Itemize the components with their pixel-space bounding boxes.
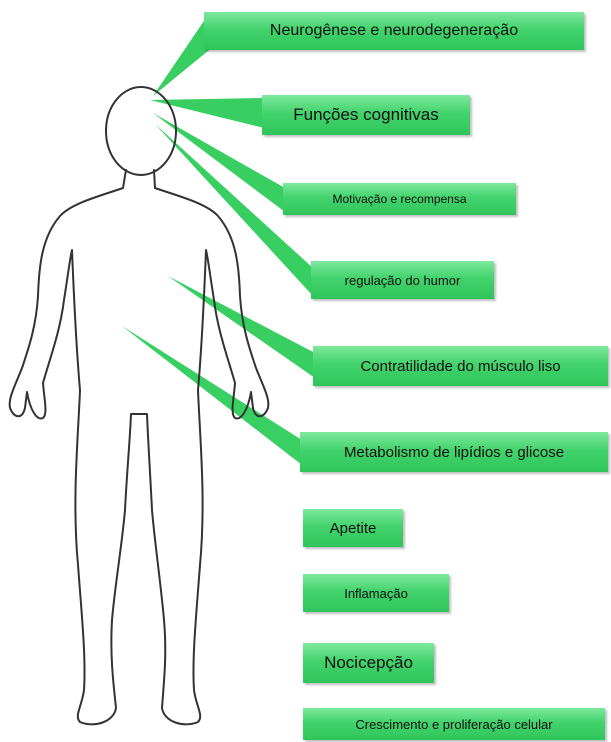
- head: [106, 87, 176, 175]
- label-nociception: Nocicepção: [303, 643, 434, 683]
- label-metabolism: Metabolismo de lipídios e glicose: [300, 432, 608, 472]
- label-cognitive-functions: Funções cognitivas: [262, 95, 470, 135]
- label-motivation-reward: Motivação e recompensa: [283, 183, 516, 215]
- label-cell-growth: Crescimento e proliferação celular: [303, 708, 605, 740]
- label-smooth-muscle: Contratilidade do músculo liso: [313, 346, 608, 386]
- connectors: [122, 12, 315, 465]
- connector-smooth-muscle: [168, 276, 315, 378]
- body: [10, 170, 269, 724]
- label-appetite: Apetite: [303, 509, 403, 547]
- label-mood-regulation: regulação do humor: [311, 261, 494, 299]
- label-neurogenesis: Neurogênese e neurodegeneração: [204, 12, 584, 50]
- label-inflammation: Inflamação: [303, 574, 449, 612]
